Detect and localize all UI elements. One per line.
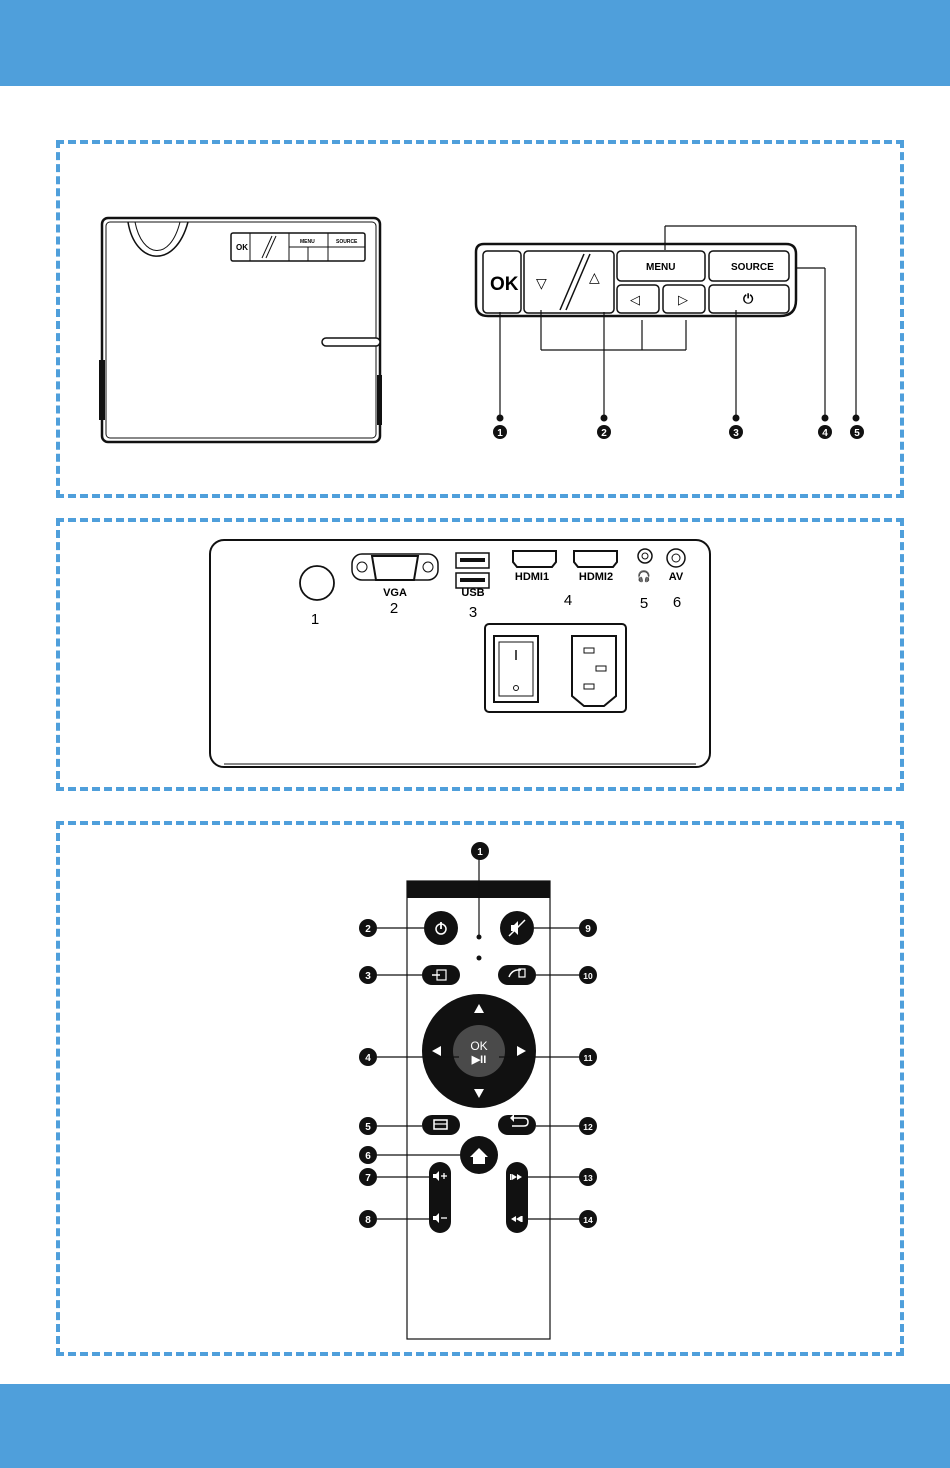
footer-band (0, 1384, 950, 1468)
remote-panel (56, 821, 904, 1356)
header-band (0, 0, 950, 86)
top-view-panel (56, 140, 904, 498)
rear-view-panel (56, 518, 904, 791)
